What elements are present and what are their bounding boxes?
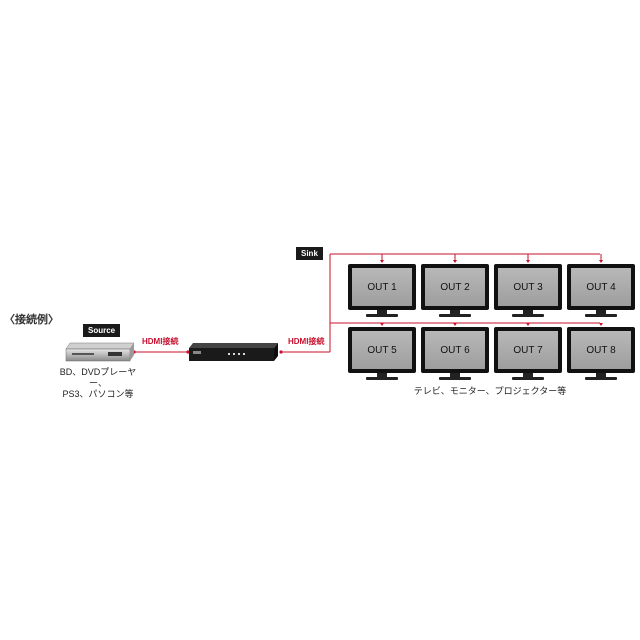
sink-tag: Sink: [296, 247, 323, 260]
out-label: OUT 6: [425, 331, 485, 369]
monitor-out-1: OUT 1: [348, 264, 416, 318]
monitor-out-7: OUT 7: [494, 327, 562, 381]
source-caption: BD、DVDプレーヤー、 PS3、パソコン等: [52, 367, 144, 400]
monitor-out-4: OUT 4: [567, 264, 635, 318]
out-label: OUT 5: [352, 331, 412, 369]
monitor-out-5: OUT 5: [348, 327, 416, 381]
source-tag: Source: [83, 324, 121, 337]
monitor-icon: OUT 7: [494, 327, 562, 373]
out-label: OUT 3: [498, 268, 558, 306]
arrowhead-out-3: [526, 260, 530, 263]
disc-player-icon: [65, 342, 135, 362]
source-caption-line-1: BD、DVDプレーヤー、: [59, 367, 137, 388]
arrowhead-out-8: [599, 323, 603, 326]
arrowhead-out-4: [599, 260, 603, 263]
arrowhead-out-6: [453, 323, 457, 326]
arrowhead-out-5: [380, 323, 384, 326]
out-label: OUT 7: [498, 331, 558, 369]
monitor-icon: OUT 8: [567, 327, 635, 373]
out-label: OUT 2: [425, 268, 485, 306]
monitor-out-8: OUT 8: [567, 327, 635, 381]
arrowhead-out-7: [526, 323, 530, 326]
monitor-out-2: OUT 2: [421, 264, 489, 318]
out-label: OUT 1: [352, 268, 412, 306]
hdmi-splitter-icon: [189, 343, 278, 361]
sink-caption: テレビ、モニター、プロジェクター等: [413, 386, 567, 396]
monitor-icon: OUT 6: [421, 327, 489, 373]
monitor-icon: OUT 1: [348, 264, 416, 310]
monitor-icon: OUT 5: [348, 327, 416, 373]
out-label: OUT 4: [571, 268, 631, 306]
arrowhead-out-1: [380, 260, 384, 263]
monitor-icon: OUT 3: [494, 264, 562, 310]
hdmi-connection-label-right: HDMI接続: [288, 337, 325, 346]
out-label: OUT 8: [571, 331, 631, 369]
monitor-out-6: OUT 6: [421, 327, 489, 381]
monitor-icon: OUT 2: [421, 264, 489, 310]
arrowhead-out-2: [453, 260, 457, 263]
source-caption-line-2: PS3、パソコン等: [62, 389, 134, 399]
connection-example-heading: 〈接続例〉: [4, 313, 59, 326]
hdmi-connection-label-left: HDMI接続: [142, 337, 179, 346]
monitor-icon: OUT 4: [567, 264, 635, 310]
monitor-out-3: OUT 3: [494, 264, 562, 318]
